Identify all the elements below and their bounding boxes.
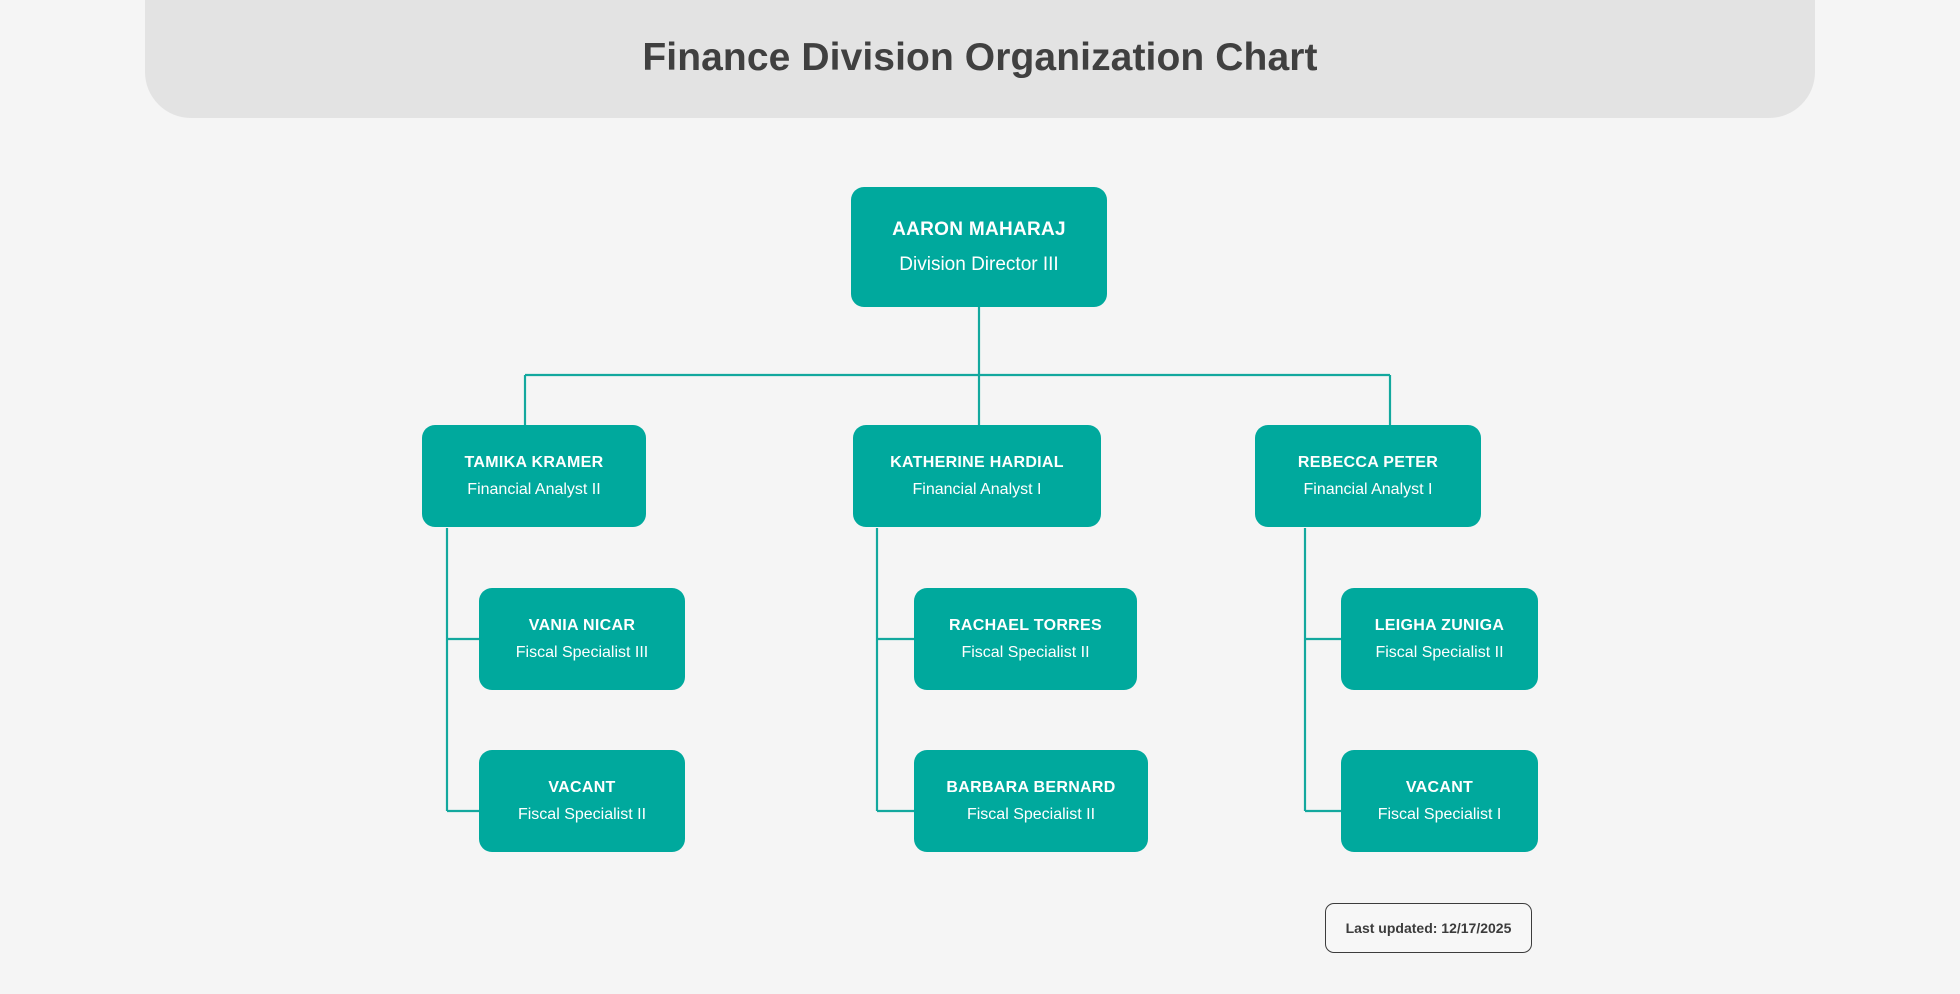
node-name: TAMIKA KRAMER — [464, 453, 604, 471]
org-node-vania-nicar[interactable]: VANIA NICAR Fiscal Specialist III — [479, 588, 685, 690]
node-title: Fiscal Specialist II — [961, 643, 1090, 661]
org-node-rachael-torres[interactable]: RACHAEL TORRES Fiscal Specialist II — [914, 588, 1137, 690]
org-node-tamika-kramer[interactable]: TAMIKA KRAMER Financial Analyst II — [422, 425, 646, 527]
header-banner: Finance Division Organization Chart — [145, 0, 1815, 118]
node-name: KATHERINE HARDIAL — [890, 453, 1064, 471]
node-name: BARBARA BERNARD — [946, 778, 1116, 796]
last-updated-text: Last updated: 12/17/2025 — [1345, 920, 1512, 936]
org-node-katherine-hardial[interactable]: KATHERINE HARDIAL Financial Analyst I — [853, 425, 1101, 527]
node-name: VACANT — [1405, 778, 1474, 796]
node-title: Fiscal Specialist II — [966, 805, 1096, 823]
org-node-leigha-zuniga[interactable]: LEIGHA ZUNIGA Fiscal Specialist II — [1341, 588, 1538, 690]
node-title: Financial Analyst I — [912, 480, 1042, 498]
node-title: Fiscal Specialist II — [1375, 643, 1504, 661]
node-title: Fiscal Specialist III — [515, 643, 649, 661]
node-name: VANIA NICAR — [528, 616, 636, 634]
page-title: Finance Division Organization Chart — [642, 35, 1318, 79]
node-name: RACHAEL TORRES — [949, 616, 1102, 634]
org-node-rebecca-peter[interactable]: REBECCA PETER Financial Analyst I — [1255, 425, 1481, 527]
node-title: Financial Analyst II — [467, 480, 601, 498]
org-node-vacant-fs2-kramer[interactable]: VACANT Fiscal Specialist II — [479, 750, 685, 852]
org-node-barbara-bernard[interactable]: BARBARA BERNARD Fiscal Specialist II — [914, 750, 1148, 852]
last-updated-badge: Last updated: 12/17/2025 — [1325, 903, 1532, 953]
org-node-vacant-fs1-peter[interactable]: VACANT Fiscal Specialist I — [1341, 750, 1538, 852]
node-title: Division Director III — [899, 253, 1059, 275]
node-name: LEIGHA ZUNIGA — [1374, 616, 1505, 634]
node-name: AARON MAHARAJ — [892, 218, 1066, 240]
node-name: REBECCA PETER — [1297, 453, 1439, 471]
node-name: VACANT — [548, 778, 616, 796]
node-title: Fiscal Specialist I — [1377, 805, 1502, 823]
node-title: Fiscal Specialist II — [517, 805, 647, 823]
org-node-aaron-maharaj[interactable]: AARON MAHARAJ Division Director III — [851, 187, 1107, 307]
node-title: Financial Analyst I — [1303, 480, 1433, 498]
